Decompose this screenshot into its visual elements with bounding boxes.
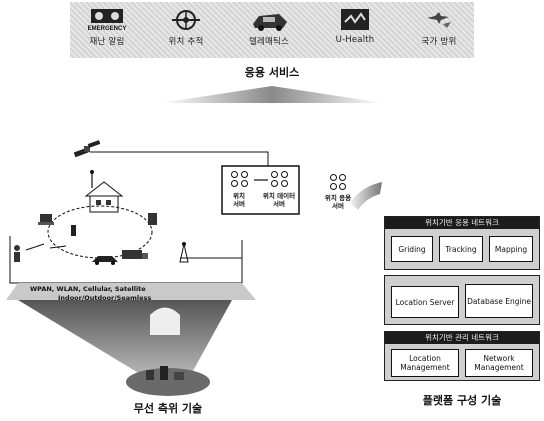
service-label: 텔레매틱스 — [248, 37, 290, 47]
app-network-header: 위치기반 응용 네트워크 — [385, 217, 539, 229]
location-data-server-label: 위치 데이터 서버 — [262, 192, 296, 208]
tunnel-icon — [150, 307, 180, 335]
service-label: 재난 알림 — [89, 37, 125, 47]
defense-icon — [427, 12, 451, 28]
service-label: U-Health — [335, 35, 375, 45]
laptop-icon — [38, 214, 54, 225]
server-icon — [241, 180, 248, 187]
phone-icon — [71, 225, 76, 236]
emergency-icon: EMERGENCY — [88, 9, 127, 32]
server-icon — [339, 174, 346, 181]
service-label: 위치 추적 — [168, 37, 204, 47]
server-icon — [271, 171, 278, 178]
truck-icon — [122, 250, 148, 259]
emergency-icon-text: EMERGENCY — [88, 26, 127, 32]
service-disaster-alert: EMERGENCY 재난 알림 — [72, 8, 142, 47]
city-map-icon — [126, 366, 210, 396]
server-icon — [281, 171, 288, 178]
platform-mgmt-network: 위치기반 관리 네트워크 Location Management Network… — [384, 331, 540, 381]
location-app-server-label: 위치 응용 서버 — [324, 194, 352, 210]
telematics-icon — [253, 14, 287, 31]
service-location-tracking: 위치 추적 — [151, 8, 221, 47]
technology-label-environments: Indoor/Outdoor/Seamless — [58, 294, 152, 302]
server-icon — [339, 183, 346, 190]
network-management-box: Network Management — [465, 349, 533, 377]
building-icon — [84, 170, 124, 213]
server-icon — [231, 180, 238, 187]
satellite-link-line — [90, 151, 269, 168]
platform-core: Location Server Database Engine — [384, 275, 540, 325]
technology-label-networks: WPAN, WLAN, Cellular, Satellite — [30, 285, 146, 293]
person-icon — [14, 245, 20, 262]
application-services-title: 응용 서비스 — [244, 66, 300, 79]
cell-tower-icon — [179, 242, 189, 263]
device-link-arrow — [49, 245, 67, 249]
service-label: 국가 방위 — [421, 37, 457, 47]
database-engine-box: Database Engine — [465, 284, 533, 318]
griding-box: Griding — [391, 236, 433, 262]
platform-technology-title: 플랫폼 구성 기술 — [422, 394, 502, 407]
health-icon — [341, 9, 369, 30]
server-icon — [330, 174, 337, 181]
tracking-icon — [172, 10, 200, 30]
server-icon — [241, 171, 248, 178]
satellite-icon — [73, 140, 101, 158]
location-server-box: Location Server — [391, 286, 459, 318]
mapping-box: Mapping — [489, 236, 533, 262]
tracking-box: Tracking — [439, 236, 483, 262]
application-services-band: EMERGENCY 재난 알림 위치 추적 텔레매틱스 U-Health — [70, 2, 474, 58]
services-wedge — [160, 86, 384, 103]
person-link-arrow — [25, 243, 45, 251]
service-u-health: U-Health — [320, 8, 390, 45]
service-national-defense: 국가 방위 — [404, 8, 474, 47]
server-icon — [271, 180, 278, 187]
mgmt-network-header: 위치기반 관리 네트워크 — [385, 332, 539, 344]
server-icon — [281, 180, 288, 187]
platform-app-network: 위치기반 응용 네트워크 Griding Tracking Mapping — [384, 216, 540, 270]
wireless-positioning-title: 무선 측위 기술 — [133, 402, 203, 415]
server-icon — [330, 183, 337, 190]
location-server-label: 위치 서버 — [233, 192, 245, 208]
technology-beam — [18, 300, 232, 380]
location-management-box: Location Management — [391, 349, 459, 377]
flow-arrow-icon — [350, 182, 382, 210]
server-icon — [231, 171, 238, 178]
car-icon — [92, 256, 118, 265]
pda-icon — [148, 213, 157, 225]
service-telematics: 텔레매틱스 — [234, 8, 304, 47]
technology-band — [6, 283, 256, 300]
network-frame-line — [9, 236, 243, 284]
